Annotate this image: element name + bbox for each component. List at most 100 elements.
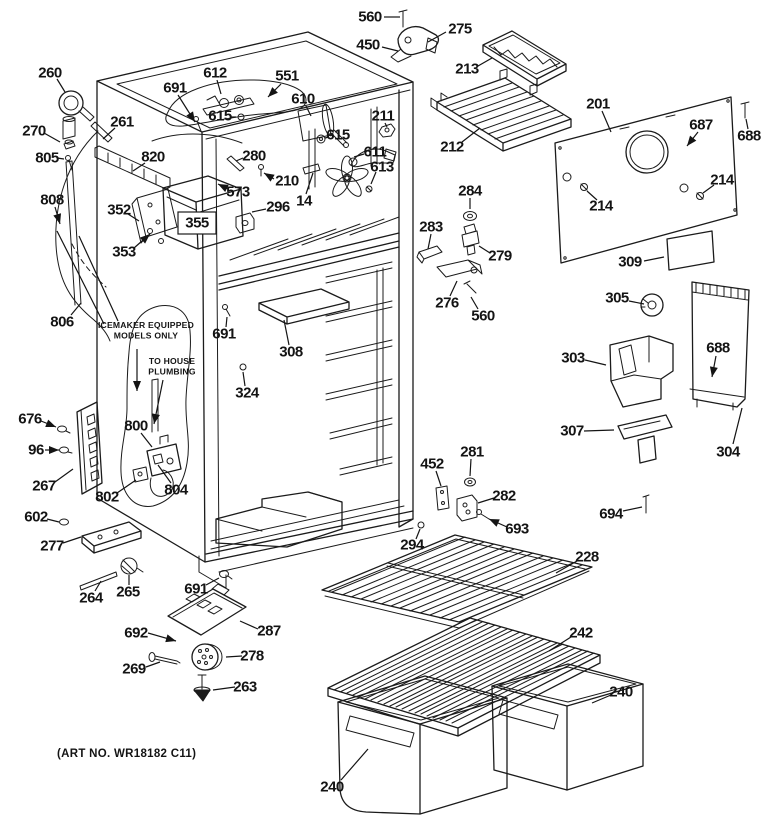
leader-arrow <box>687 135 697 146</box>
leader-line <box>583 429 615 432</box>
leader-line <box>305 105 312 117</box>
leader-arrow <box>152 413 160 424</box>
icemaker-note: MODELS ONLY <box>114 331 179 341</box>
leader-line <box>70 302 82 316</box>
callout-820: 820 <box>141 149 165 166</box>
shelves <box>321 534 601 737</box>
leader-line <box>427 233 432 250</box>
callout-269: 269 <box>122 661 146 678</box>
callout-214: 214 <box>589 198 614 215</box>
callout-693: 693 <box>505 521 529 538</box>
leader-arrow <box>709 366 718 377</box>
callout-808: 808 <box>40 192 64 209</box>
callout-615: 615 <box>326 127 350 144</box>
callout-280: 280 <box>242 148 266 165</box>
leader-arrow <box>53 213 62 224</box>
callout-283: 283 <box>419 219 443 236</box>
fan-blade <box>325 155 369 197</box>
water-inlet-parts <box>55 90 144 591</box>
callout-615: 615 <box>208 108 232 125</box>
callout-551: 551 <box>275 68 299 85</box>
leader-line <box>94 580 102 592</box>
leader-line <box>353 153 365 158</box>
callout-324: 324 <box>235 385 260 402</box>
callout-573: 573 <box>226 184 250 201</box>
callout-279: 279 <box>488 248 512 265</box>
callout-14: 14 <box>296 193 313 210</box>
callout-240: 240 <box>609 684 633 701</box>
callout-610: 610 <box>291 91 315 108</box>
leader-arrow <box>489 519 500 527</box>
leader-line <box>235 157 244 162</box>
callout-240: 240 <box>320 779 344 796</box>
callout-692: 692 <box>124 625 148 642</box>
callout-294: 294 <box>400 537 425 554</box>
leader-line <box>212 686 236 691</box>
leader-line <box>591 694 612 704</box>
leader-line <box>78 235 119 322</box>
air-duct-parts <box>609 281 750 514</box>
icemaker-note: ICEMAKER EQUIPPED <box>98 320 194 330</box>
callout-304: 304 <box>716 444 741 461</box>
leader-line <box>54 468 74 483</box>
callout-694: 694 <box>599 506 624 523</box>
leader-line <box>56 230 105 325</box>
leader-line <box>340 748 369 781</box>
leader-line <box>415 528 421 540</box>
callout-281: 281 <box>460 444 484 461</box>
callout-307: 307 <box>560 423 584 440</box>
leader-line <box>384 122 388 128</box>
defrost-timer-parts <box>148 570 247 702</box>
callout-802: 802 <box>95 489 119 506</box>
callout-278: 278 <box>240 648 264 665</box>
leader-line <box>46 518 60 523</box>
leader-line <box>251 208 267 213</box>
callout-691: 691 <box>184 581 208 598</box>
icemaker-assembly <box>94 95 397 250</box>
callout-212: 212 <box>440 139 464 156</box>
callout-276: 276 <box>435 295 459 312</box>
leader-line <box>435 470 442 487</box>
callout-264: 264 <box>79 590 104 607</box>
leader-line <box>305 172 314 195</box>
leader-line <box>628 300 645 305</box>
callout-303: 303 <box>561 350 585 367</box>
callout-806: 806 <box>50 314 74 331</box>
callout-691: 691 <box>163 80 187 97</box>
callout-613: 613 <box>370 159 394 176</box>
leader-line <box>745 118 749 130</box>
leader-line <box>732 407 743 445</box>
leader-line <box>601 110 612 133</box>
callout-308: 308 <box>279 344 303 361</box>
callout-352: 352 <box>107 202 131 219</box>
callout-353: 353 <box>112 244 136 261</box>
leader-line <box>132 162 146 172</box>
leader-arrow <box>45 419 56 427</box>
callout-611: 611 <box>364 144 387 161</box>
leader-arrow <box>268 87 278 97</box>
callout-242: 242 <box>569 625 593 642</box>
leader-line <box>449 280 458 297</box>
callout-284: 284 <box>458 183 483 200</box>
leader-arrow <box>139 234 150 244</box>
cabinet-shell <box>96 31 414 589</box>
leader-line <box>555 560 578 574</box>
leader-line <box>145 661 161 668</box>
leader-line <box>586 190 598 201</box>
leader-line <box>548 636 572 652</box>
leader-line <box>225 316 228 328</box>
leader-line <box>470 296 479 310</box>
leader-line <box>216 79 222 95</box>
callout-270: 270 <box>22 123 46 140</box>
leader-line <box>157 464 172 484</box>
callout-228: 228 <box>575 549 599 566</box>
leader-line <box>478 245 491 254</box>
callout-263: 263 <box>233 679 257 696</box>
leader-line <box>461 127 481 143</box>
callout-355: 355 <box>185 215 209 232</box>
leader-line <box>643 256 665 262</box>
callout-box <box>177 211 217 235</box>
mid-brackets <box>222 211 490 529</box>
callout-213: 213 <box>455 61 479 78</box>
